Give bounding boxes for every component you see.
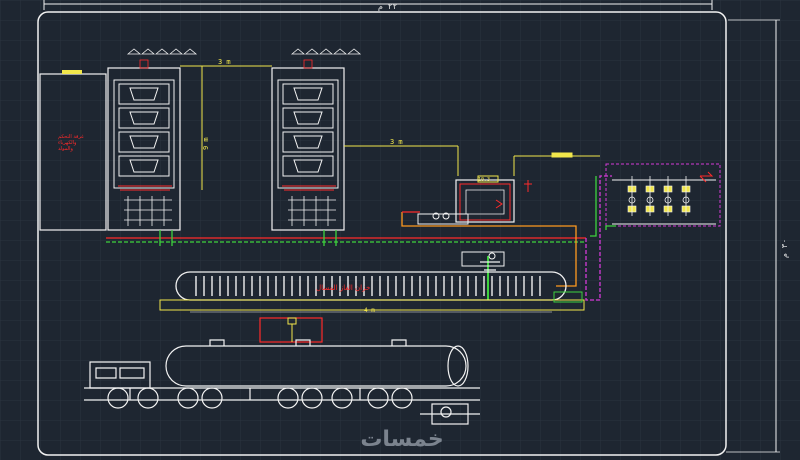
right-height-label: ٣٠ م bbox=[780, 239, 789, 258]
spacing-label-2: 3 m bbox=[390, 138, 403, 146]
lpg-storage-tank: خزان الغاز المسال 4 m bbox=[159, 251, 585, 314]
spacing-label-1: 3 m bbox=[218, 58, 231, 66]
fire-equipment-box bbox=[259, 317, 323, 343]
vertical-label: 9 m bbox=[202, 137, 210, 150]
piping-network bbox=[106, 175, 616, 301]
tanker-truck-icon bbox=[84, 339, 480, 425]
pump-house: 10.3 bbox=[417, 175, 532, 225]
vaporizer-tower-1 bbox=[107, 48, 198, 231]
tank-label: خزان الغاز المسال bbox=[316, 284, 370, 292]
filling-manifold bbox=[605, 163, 721, 227]
top-width-dimension: ٢٢ م bbox=[43, 0, 713, 11]
right-height-dimension: ٣٠ م bbox=[726, 19, 789, 453]
pump-icon bbox=[420, 403, 480, 425]
pump-unit-label: 10.3 bbox=[478, 177, 490, 183]
watermark-logo: خمسات bbox=[360, 426, 444, 452]
vaporizer-tower-2 bbox=[271, 48, 362, 231]
valve-icon bbox=[432, 212, 450, 220]
top-width-label: ٢٢ م bbox=[378, 2, 397, 11]
tower-spacing-dimension: 3 m 9 m 3 m bbox=[180, 58, 600, 190]
site-boundary bbox=[37, 11, 727, 456]
tank-length-label: 4 m bbox=[364, 307, 375, 314]
